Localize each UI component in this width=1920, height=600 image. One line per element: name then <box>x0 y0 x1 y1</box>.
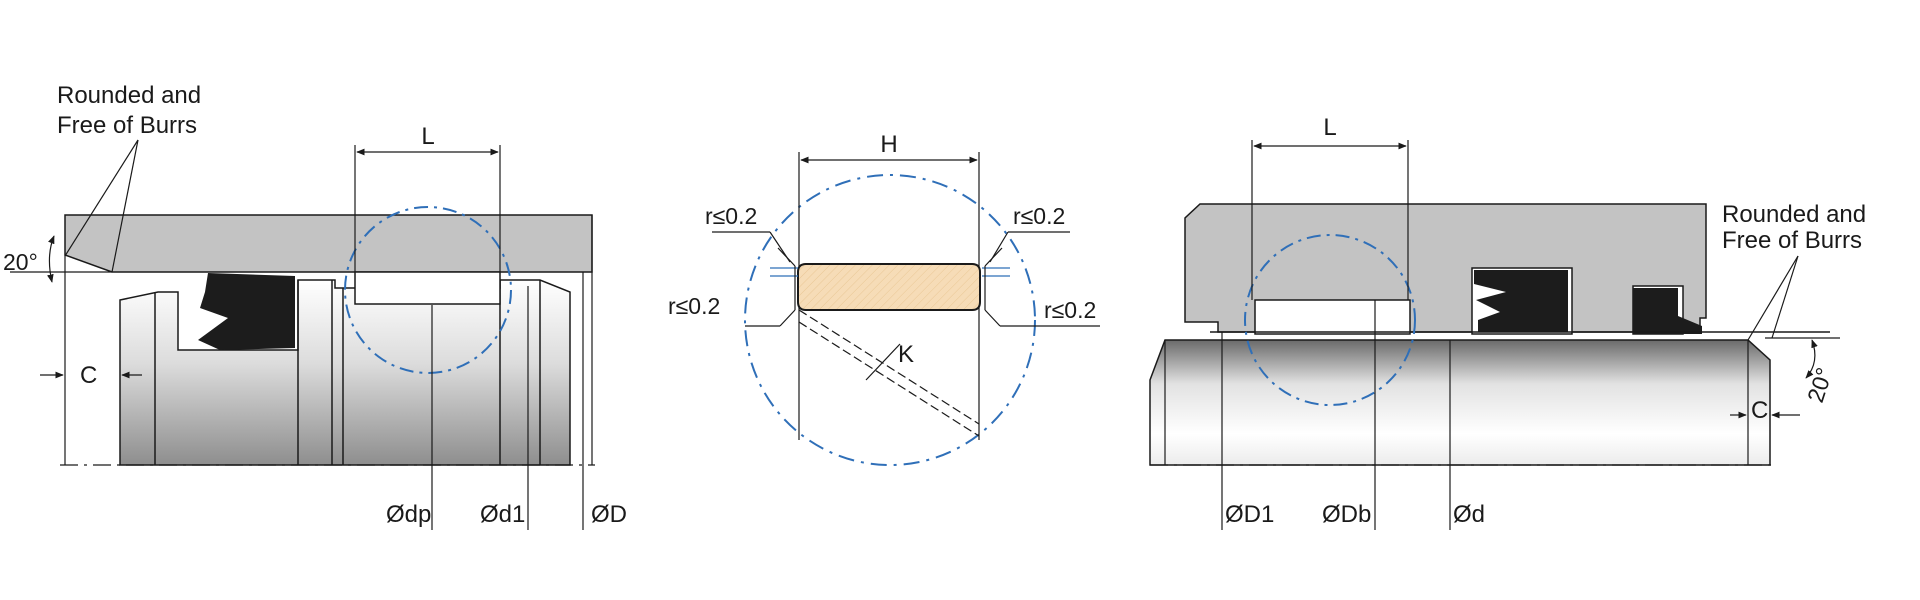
radius-label-top-left: r≤0.2 <box>705 203 757 229</box>
angle-label-left: 20° <box>3 249 38 275</box>
dim-c-label-left: C <box>80 362 97 389</box>
note-rounded-line2: Rounded and <box>1722 201 1866 228</box>
dim-db-label: ØDb <box>1322 501 1371 528</box>
note-rounded-line1: Rounded and <box>57 82 201 109</box>
dim-rod-d-label: Ød <box>1453 501 1485 528</box>
dim-l-label-right: L <box>1323 114 1336 141</box>
bore-groove-right <box>1254 299 1411 335</box>
detail-circle-right <box>1244 234 1416 406</box>
left-view: L Rounded and Free of Burrs 20° C Ødp Ød… <box>3 82 627 530</box>
dim-dp-label: Ødp <box>386 501 431 528</box>
dim-h-label: H <box>880 131 897 158</box>
dim-c-label-right: C <box>1751 397 1768 424</box>
angle-label-right: 20° <box>1802 364 1837 405</box>
bore-groove <box>354 271 501 305</box>
detail-circle <box>344 206 512 374</box>
wiper-seal <box>1633 288 1702 334</box>
dim-outer-d-label: ØD <box>591 501 627 528</box>
radius-label-bottom-right: r≤0.2 <box>1044 297 1096 323</box>
rod-u-cup-seal <box>1474 270 1568 332</box>
dim-k-label: K <box>898 341 914 368</box>
right-view: L Rounded and Free of Burrs 20° C ØD1 ØD… <box>1149 114 1866 530</box>
u-cup-seal <box>198 273 295 350</box>
note-free-of-burrs-line1: Free of Burrs <box>57 112 197 139</box>
dim-d1-outer-label: ØD1 <box>1225 501 1274 528</box>
guide-ring <box>797 263 981 311</box>
piston-rod <box>1149 339 1771 466</box>
piston-body <box>119 279 571 466</box>
dim-l-label: L <box>421 123 434 150</box>
dim-d1-label: Ød1 <box>480 501 525 528</box>
note-free-of-burrs-line2: Free of Burrs <box>1722 227 1862 254</box>
radius-label-top-right: r≤0.2 <box>1013 203 1065 229</box>
center-view: H r≤0.2 r≤0.2 r≤0.2 r≤0.2 K <box>668 131 1100 466</box>
cylinder-housing <box>64 214 593 273</box>
radius-label-bottom-left: r≤0.2 <box>668 293 720 319</box>
detail-circle-center <box>744 174 1036 466</box>
